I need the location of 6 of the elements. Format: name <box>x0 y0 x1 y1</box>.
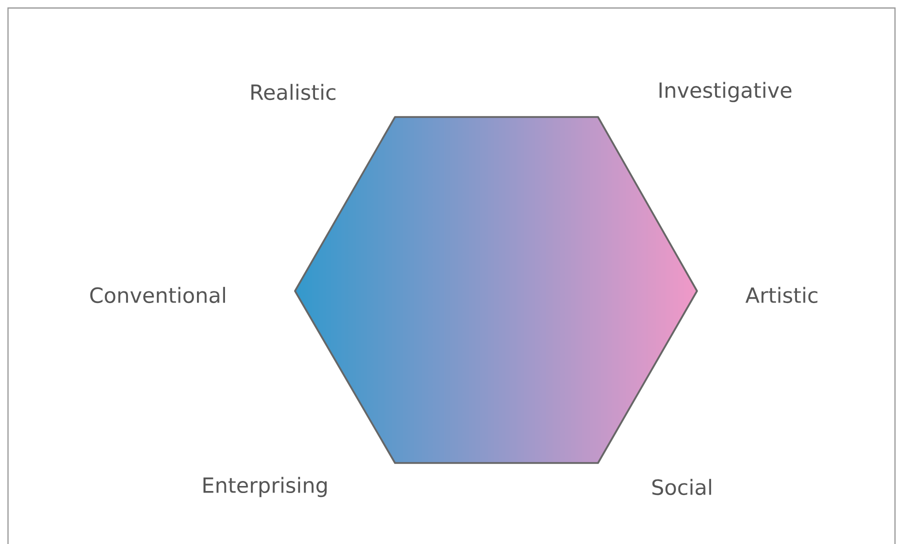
vertex-label: Conventional <box>90 286 225 304</box>
vertex-label: Social <box>652 478 712 496</box>
vertex-label: Realistic <box>251 84 336 100</box>
vertex-label: Investigative <box>660 82 792 102</box>
vertex-label: Artistic <box>745 286 818 304</box>
vertex-label: Enterprising <box>204 476 327 498</box>
